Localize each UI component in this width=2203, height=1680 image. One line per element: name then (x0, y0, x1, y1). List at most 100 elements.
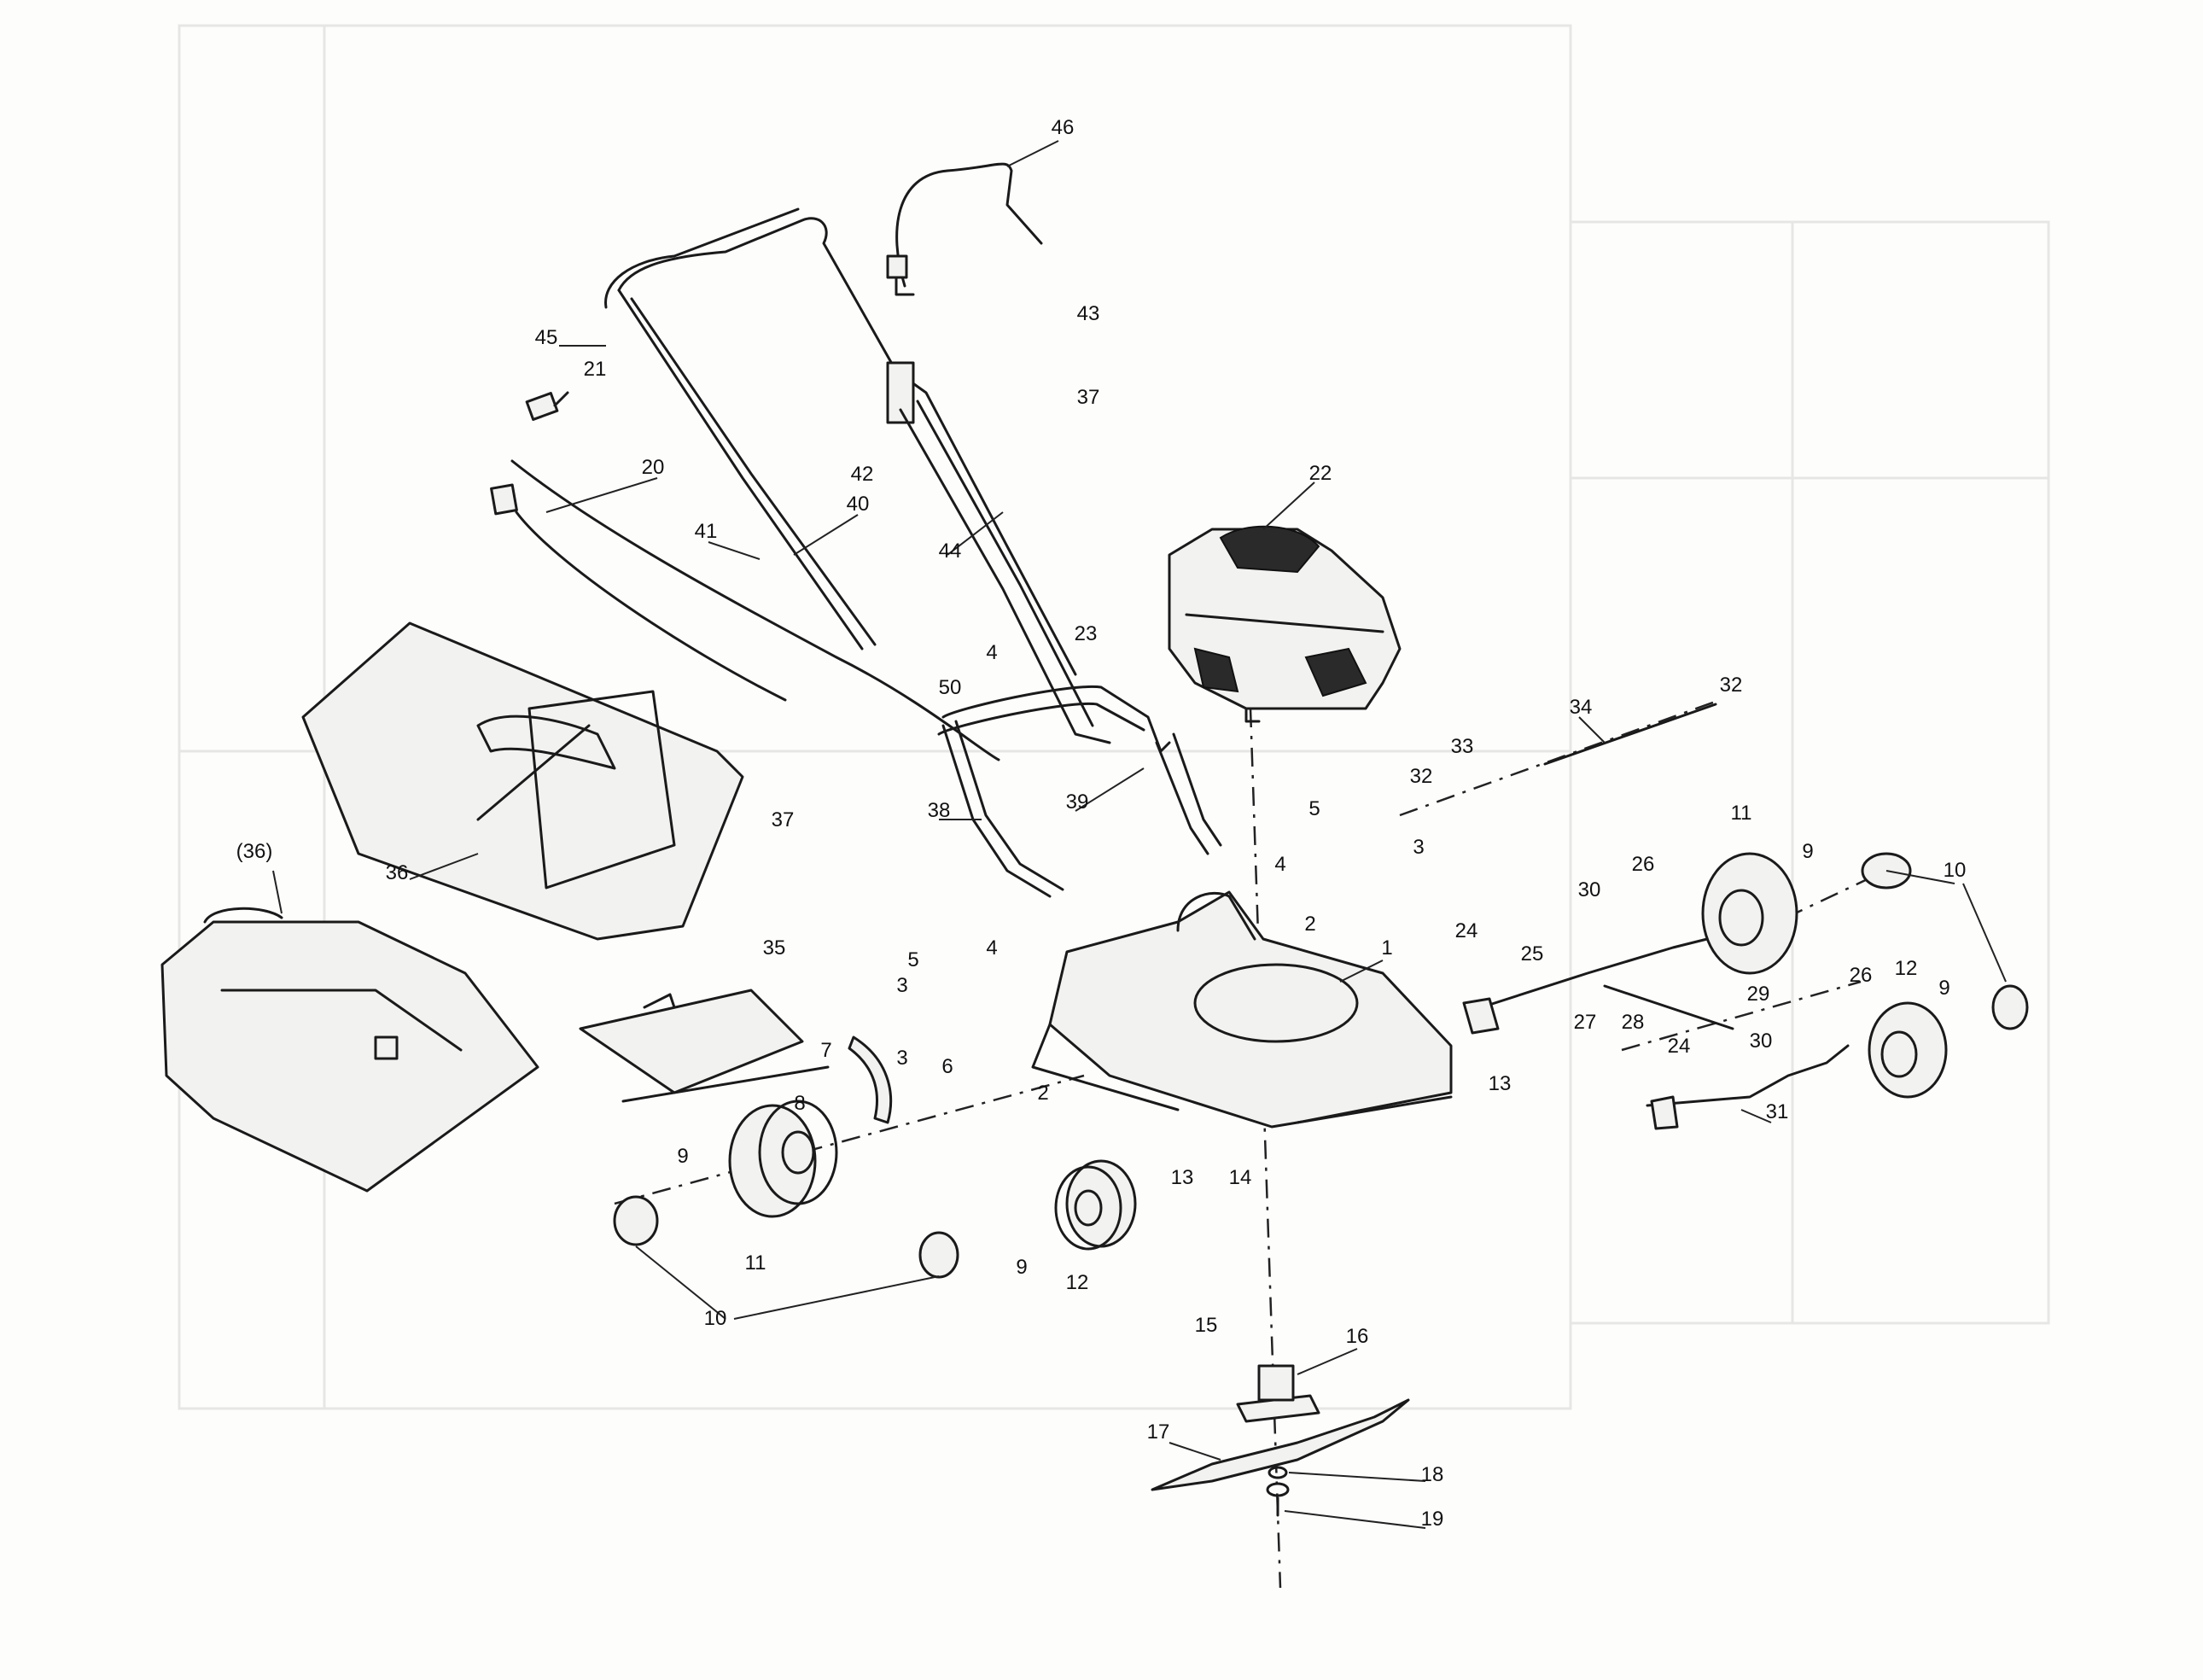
callout-c3b: 3 (896, 974, 907, 997)
callout-c37a: 37 (1077, 386, 1100, 409)
callout-c12a: 12 (1066, 1271, 1089, 1294)
callout-c33: 33 (1451, 735, 1474, 758)
hubcap-left-2 (918, 1231, 959, 1279)
callout-c23: 23 (1075, 622, 1098, 645)
callout-c9b: 9 (1016, 1256, 1027, 1279)
callout-c42: 42 (851, 463, 874, 486)
hubcap-right-2 (1991, 984, 2029, 1030)
mulch-plug-35 (579, 989, 830, 1103)
callout-c35: 35 (763, 936, 786, 960)
callout-c3c: 3 (896, 1047, 907, 1070)
callout-c30b: 30 (1750, 1030, 1773, 1053)
brake-cable (886, 162, 1043, 296)
callout-c18: 18 (1421, 1463, 1444, 1486)
callout-c2b: 2 (1037, 1082, 1048, 1105)
callout-c11b: 11 (1731, 802, 1752, 825)
callout-c20: 20 (642, 456, 665, 479)
callout-c6: 6 (941, 1055, 953, 1078)
callout-c1: 1 (1381, 936, 1392, 960)
callout-c45: 45 (535, 326, 558, 349)
callout-c29: 29 (1747, 983, 1770, 1006)
callout-c4a: 4 (986, 641, 997, 664)
callout-c24b: 24 (1668, 1035, 1691, 1058)
callout-c32b: 32 (1720, 674, 1743, 697)
callout-c28: 28 (1622, 1011, 1645, 1034)
callout-c21: 21 (584, 358, 607, 381)
callout-c5a: 5 (1308, 797, 1320, 820)
callout-c44: 44 (939, 540, 962, 563)
callout-c31: 31 (1766, 1100, 1789, 1123)
callout-c13b: 13 (1171, 1166, 1194, 1189)
callout-c12b: 12 (1895, 957, 1918, 980)
callout-c16: 16 (1346, 1325, 1369, 1348)
callout-c27: 27 (1574, 1011, 1597, 1034)
blade-axis-centerline (1249, 708, 1282, 1589)
axle-bracket-right (1650, 1095, 1679, 1130)
callout-c11a: 11 (745, 1251, 766, 1275)
callout-c7: 7 (820, 1039, 831, 1062)
leader-lines (272, 140, 2007, 1529)
handle-bar-38 (937, 685, 1171, 898)
engine (1168, 525, 1402, 723)
cutting-blade (1151, 1398, 1410, 1491)
callout-c38: 38 (928, 799, 951, 822)
callout-c4c: 4 (986, 936, 997, 960)
callout-c10b: 10 (1944, 859, 1967, 882)
callout-c34: 34 (1570, 696, 1593, 719)
front-right-wheel (1868, 1001, 1948, 1099)
axle-rod-28 (1603, 984, 1734, 1030)
hubcap-left-1 (613, 1195, 659, 1246)
front-axle-assembly (1466, 937, 1709, 1013)
callout-c15: 15 (1195, 1314, 1218, 1337)
rear-axle-assembly (1646, 1044, 1850, 1107)
callout-c9d: 9 (1938, 977, 1949, 1000)
height-adjust-plate (848, 1035, 893, 1124)
callout-c14: 14 (1229, 1166, 1252, 1189)
callout-c37b: 37 (772, 808, 795, 831)
right-wheel-axis-centerline (1621, 980, 1862, 1052)
callout-c19: 19 (1421, 1508, 1444, 1531)
rear-left-wheel (728, 1100, 838, 1218)
callout-c39: 39 (1066, 790, 1089, 814)
switch-21 (525, 391, 569, 421)
axle-bracket-left (1462, 997, 1500, 1035)
upper-handle (604, 207, 1077, 676)
grass-catcher-frame-assembly (160, 907, 539, 1193)
callout-c8: 8 (794, 1092, 805, 1115)
callout-c26b: 26 (1850, 964, 1873, 987)
callout-c5b: 5 (907, 948, 918, 971)
callout-c9a: 9 (677, 1145, 688, 1168)
lower-handle (899, 400, 1222, 855)
callout-c40: 40 (847, 493, 870, 516)
callout-c25: 25 (1521, 942, 1544, 965)
washer-18a (1268, 1466, 1288, 1479)
throttle-cable (490, 459, 1000, 761)
callout-c41: 41 (695, 520, 718, 543)
callout-c46: 46 (1052, 116, 1075, 139)
washer-18b (1266, 1482, 1290, 1497)
front-left-wheel (1054, 1159, 1137, 1251)
callout-c17: 17 (1147, 1420, 1170, 1444)
left-wheel-axis-centerline (614, 1074, 1085, 1205)
callout-c4b: 4 (1274, 853, 1285, 876)
callout-c9c: 9 (1802, 840, 1813, 863)
grass-catcher-bag (301, 621, 744, 941)
rear-axle-rod (1543, 703, 1717, 766)
callout-c24a: 24 (1455, 919, 1478, 942)
rear-right-wheel (1701, 852, 1798, 975)
callout-c36b: (36) (236, 840, 273, 863)
callout-c36a: 36 (386, 861, 409, 884)
callout-c3a: 3 (1413, 836, 1424, 859)
callout-c2a: 2 (1304, 913, 1315, 936)
callout-c10a: 10 (704, 1307, 727, 1330)
blade-adapter (1236, 1364, 1320, 1423)
callout-c43: 43 (1077, 302, 1100, 325)
callout-c22: 22 (1309, 462, 1332, 485)
callout-c13a: 13 (1489, 1072, 1512, 1095)
callout-c50: 50 (939, 676, 962, 699)
mower-deck (1031, 890, 1453, 1129)
callout-c30a: 30 (1578, 878, 1601, 901)
